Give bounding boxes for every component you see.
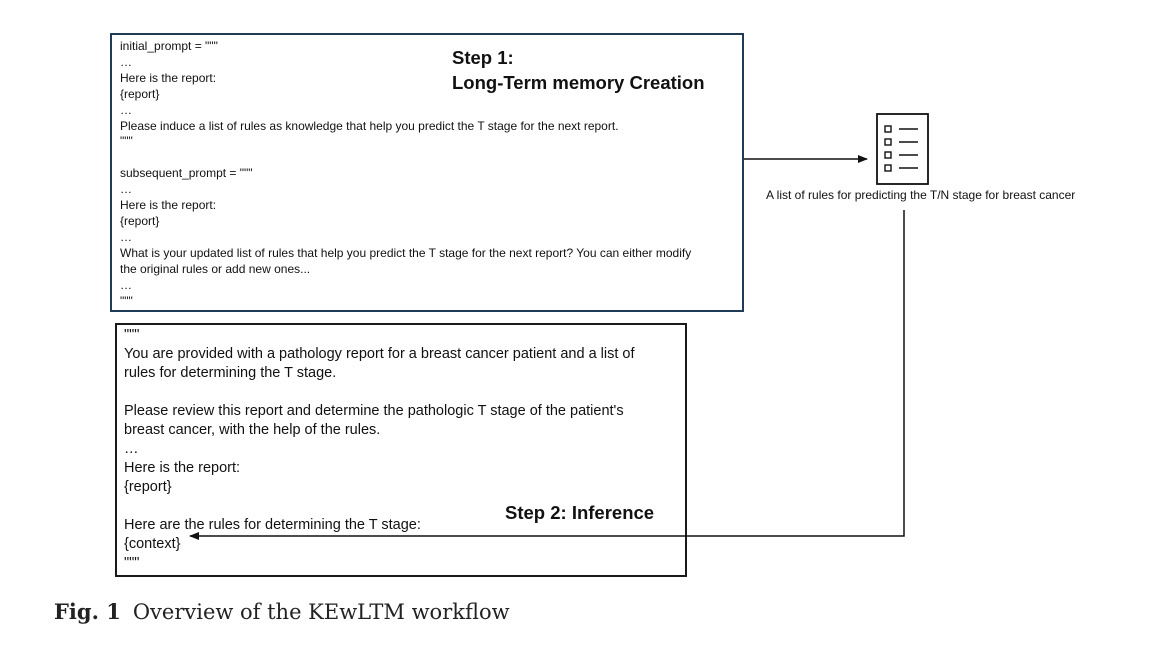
figure-caption: Fig. 1 Overview of the KEwLTM workflow [54,599,510,624]
step1-title: Step 1: Long-Term memory Creation [452,45,705,95]
step2-title: Step 2: Inference [505,502,655,523]
checklist-icon [876,113,929,185]
figure-caption-text: Overview of the KEwLTM workflow [132,600,510,624]
figure-label: Fig. 1 [54,599,121,624]
step1-prompt-box: initial_prompt = """ … Here is the repor… [110,33,744,312]
step2-prompt-text: """ You are provided with a pathology re… [124,327,635,571]
step1-title-line1: Step 1: [452,47,514,68]
step1-prompt-text: initial_prompt = """ … Here is the repor… [120,39,692,308]
step1-title-line2: Long-Term memory Creation [452,72,705,93]
rules-list-caption: A list of rules for predicting the T/N s… [766,188,1076,202]
step2-prompt-box: """ You are provided with a pathology re… [115,323,687,577]
arrow-rules-to-step2 [189,210,905,540]
